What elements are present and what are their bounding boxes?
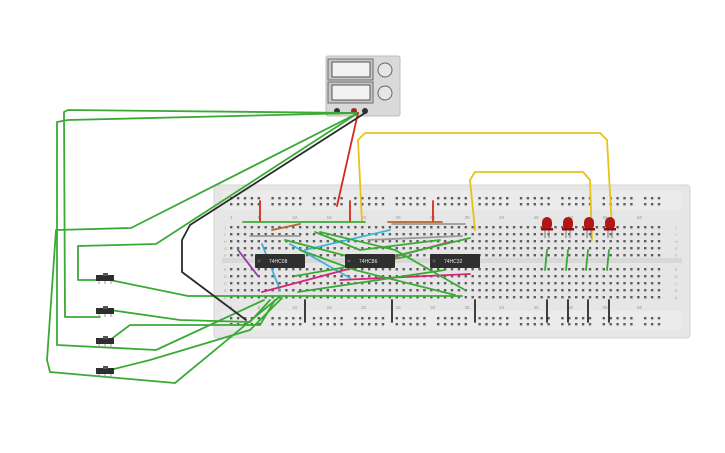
wire-green: [63, 109, 359, 318]
slide-switch[interactable]: [96, 366, 114, 377]
chip-3[interactable]: 74HC32: [430, 254, 480, 268]
power-supply[interactable]: [325, 55, 401, 117]
wire-green: [314, 231, 441, 251]
terminal-ground[interactable]: [362, 108, 368, 114]
voltage-knob-icon[interactable]: [377, 62, 393, 78]
wires: [46, 109, 613, 384]
column-number-bottom: 40: [499, 305, 505, 310]
column-number-bottom: 15: [327, 305, 333, 310]
column-number-top: 55: [603, 215, 609, 220]
wire-green: [77, 112, 359, 281]
current-knob-icon[interactable]: [377, 85, 393, 101]
wire-green: [109, 299, 271, 323]
row-letter: H: [224, 239, 227, 244]
column-number-bottom: 25: [396, 305, 402, 310]
column-number-top: 15: [327, 215, 333, 220]
column-number-bottom: 45: [534, 305, 540, 310]
row-letter: D: [224, 274, 227, 279]
column-number-top: 60: [637, 215, 643, 220]
column-number-bottom: 35: [465, 305, 471, 310]
row-letter: E: [224, 267, 227, 272]
led[interactable]: [583, 217, 595, 238]
row-letter: E: [675, 267, 678, 272]
wire-green: [109, 279, 463, 297]
column-number-bottom: 20: [361, 305, 367, 310]
wire-purple: [237, 249, 259, 277]
column-number-top: 35: [465, 215, 471, 220]
wire-yellow: [357, 132, 613, 229]
slide-switch[interactable]: [96, 336, 114, 347]
wire-black: [181, 112, 366, 321]
chip-label: 74HC32: [444, 259, 463, 265]
row-letter: D: [675, 274, 678, 279]
wire-green: [299, 249, 456, 296]
row-letter: F: [224, 253, 227, 258]
row-letter: A: [675, 295, 678, 300]
row-letter: C: [675, 281, 678, 286]
chip-1[interactable]: 74HC08: [255, 254, 305, 268]
column-numbers: 1155101015152020252530303535404045455050…: [230, 215, 643, 310]
column-number-bottom: 50: [568, 305, 574, 310]
wire-green: [585, 249, 589, 271]
chip-label: 74HC08: [269, 259, 288, 265]
column-number-top: 40: [499, 215, 505, 220]
column-number-bottom: 1: [230, 305, 233, 310]
column-number-bottom: 5: [258, 305, 261, 310]
row-letter: J: [224, 225, 226, 230]
slide-switch[interactable]: [96, 273, 114, 284]
wire-green: [565, 249, 569, 271]
wire-green: [606, 249, 610, 271]
column-number-top: 1: [230, 215, 233, 220]
column-number-top: 25: [396, 215, 402, 220]
wire-green: [544, 249, 548, 271]
led[interactable]: [562, 217, 574, 238]
ic-chips: 74HC08 74HC86 74HC32: [255, 254, 480, 268]
wire-green: [297, 269, 446, 293]
row-letter: H: [675, 239, 678, 244]
switch-group: [96, 273, 114, 377]
column-number-bottom: 60: [637, 305, 643, 310]
chip-2[interactable]: 74HC86: [345, 254, 395, 268]
row-letter: G: [224, 246, 227, 251]
wire-brown: [271, 223, 301, 231]
wire-cyan: [304, 229, 391, 251]
column-number-bottom: 30: [430, 305, 436, 310]
wire-yellow: [469, 171, 593, 241]
column-number-bottom: 10: [292, 305, 298, 310]
wire-green: [109, 297, 283, 371]
row-letter: B: [675, 288, 678, 293]
column-number-top: 45: [534, 215, 540, 220]
led[interactable]: [604, 217, 616, 238]
wire-gray: [367, 235, 463, 241]
wire-green: [46, 112, 359, 384]
row-letter: J: [675, 225, 677, 230]
wire-green: [56, 112, 359, 351]
row-letter: I: [675, 232, 676, 237]
led[interactable]: [541, 217, 553, 238]
led-group: [541, 217, 616, 238]
row-letter: G: [675, 246, 678, 251]
wire-red: [336, 112, 359, 207]
wire-green: [319, 231, 466, 291]
column-number-bottom: 55: [603, 305, 609, 310]
row-letter: F: [675, 253, 678, 258]
row-letter: C: [224, 281, 227, 286]
wire-magenta: [339, 273, 471, 281]
slide-switch[interactable]: [96, 306, 114, 317]
row-letter: A: [224, 295, 227, 300]
column-number-top: 10: [292, 215, 298, 220]
column-number-top: 20: [361, 215, 367, 220]
chip-label: 74HC86: [359, 259, 378, 265]
column-number-top: 50: [568, 215, 574, 220]
row-letter: B: [224, 288, 227, 293]
row-letter: I: [224, 232, 225, 237]
